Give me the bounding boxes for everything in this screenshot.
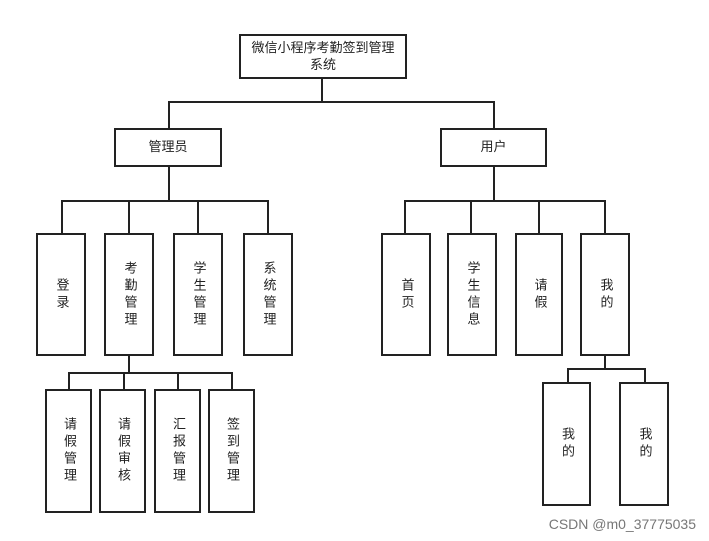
user-label: 用户 — [480, 140, 507, 155]
module-label: 请假审核 — [115, 417, 130, 485]
connector — [321, 78, 323, 102]
mine-sub-module: 我的 — [619, 382, 669, 506]
connector — [404, 200, 406, 234]
module-label: 首页 — [398, 277, 414, 312]
connector — [61, 200, 63, 234]
module-label: 签到管理 — [224, 417, 239, 485]
admin-module-student: 学生管理 — [173, 233, 223, 356]
connector — [493, 166, 495, 201]
connector — [168, 166, 170, 201]
connector — [128, 200, 130, 234]
connector — [68, 372, 232, 374]
sub-module-report: 汇报管理 — [154, 389, 201, 513]
module-label: 我的 — [559, 427, 574, 461]
module-label: 汇报管理 — [170, 417, 185, 485]
user-node: 用户 — [440, 128, 547, 167]
connector — [604, 200, 606, 234]
module-label: 系统管理 — [260, 260, 276, 329]
connector — [123, 372, 125, 390]
module-label: 请假管理 — [61, 417, 76, 485]
sub-module-signin: 签到管理 — [208, 389, 255, 513]
module-label: 登录 — [53, 277, 69, 312]
connector — [567, 368, 646, 370]
admin-module-system: 系统管理 — [243, 233, 293, 356]
connector — [538, 200, 540, 234]
connector — [177, 372, 179, 390]
connector — [231, 372, 233, 390]
module-label: 我的 — [597, 277, 613, 312]
module-label: 学生管理 — [190, 260, 206, 329]
module-label: 请假 — [531, 277, 547, 312]
user-module-home: 首页 — [381, 233, 431, 356]
root-node: 微信小程序考勤签到管理系统 — [239, 34, 407, 79]
user-module-mine: 我的 — [580, 233, 630, 356]
connector — [168, 101, 170, 129]
connector — [404, 200, 606, 202]
admin-label: 管理员 — [148, 140, 188, 155]
user-module-student-info: 学生信息 — [447, 233, 497, 356]
watermark-text: CSDN @m0_37775035 — [548, 516, 696, 532]
connector — [604, 355, 606, 369]
module-label: 学生信息 — [464, 260, 480, 329]
connector — [644, 368, 646, 383]
root-label: 微信小程序考勤签到管理系统 — [251, 40, 395, 73]
sub-module-leave: 请假管理 — [45, 389, 92, 513]
connector — [493, 101, 495, 129]
connector — [267, 200, 269, 234]
connector — [61, 200, 269, 202]
sub-module-leave-review: 请假审核 — [99, 389, 146, 513]
mine-sub-module: 我的 — [542, 382, 591, 506]
module-label: 考勤管理 — [121, 260, 137, 329]
admin-module-login: 登录 — [36, 233, 86, 356]
connector — [168, 101, 494, 103]
connector — [567, 368, 569, 383]
admin-module-attendance: 考勤管理 — [104, 233, 154, 356]
connector — [128, 355, 130, 373]
admin-node: 管理员 — [114, 128, 222, 167]
module-label: 我的 — [636, 427, 652, 461]
user-module-leave: 请假 — [515, 233, 563, 356]
connector — [68, 372, 70, 390]
connector — [470, 200, 472, 234]
connector — [197, 200, 199, 234]
